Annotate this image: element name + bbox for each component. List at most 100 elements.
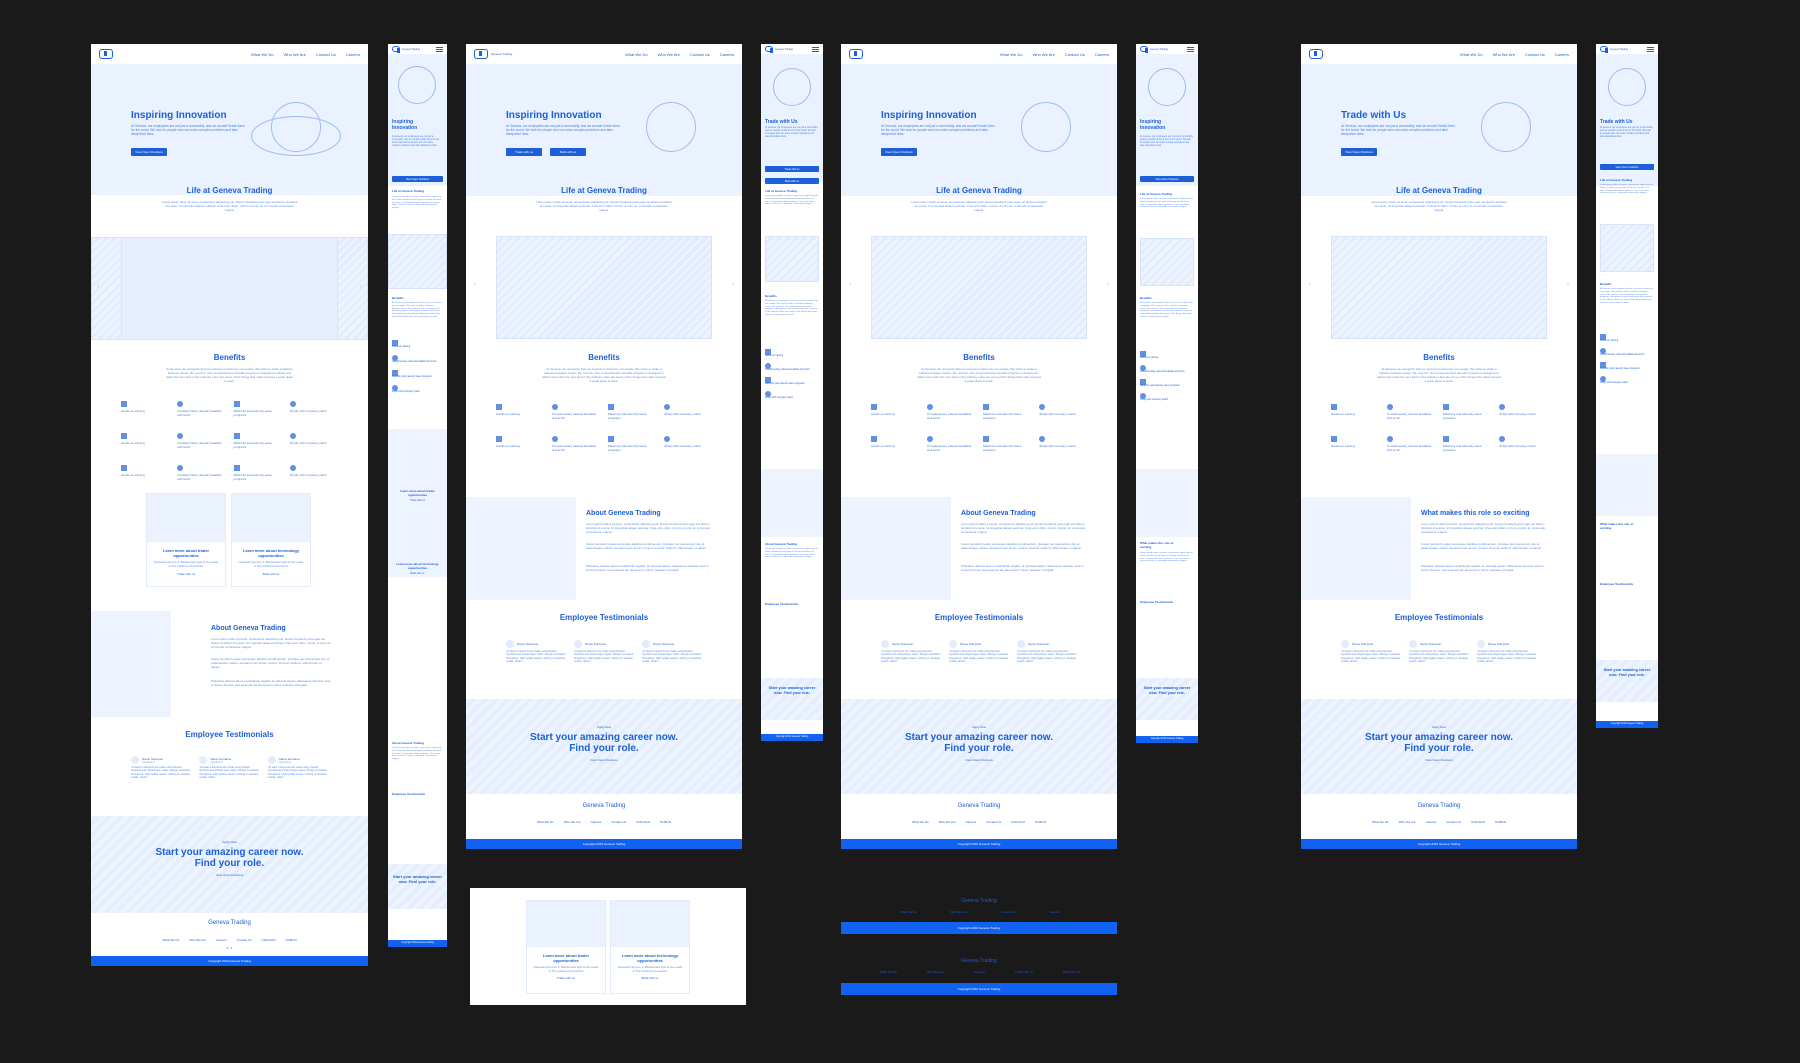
nav-link-contact[interactable]: Contact Us xyxy=(1524,51,1545,57)
footer-link[interactable]: Careers xyxy=(974,970,985,974)
footer-link[interactable]: Contact Us xyxy=(1000,910,1016,914)
nav-link-contact[interactable]: Contact Us xyxy=(1064,51,1085,57)
carousel-prev-icon[interactable]: ‹ xyxy=(849,282,851,288)
view-open-positions-button[interactable]: View Open Positions xyxy=(392,176,443,182)
cta-link[interactable]: View Open Positions xyxy=(590,758,618,762)
footer-link[interactable]: Trade with us xyxy=(1015,970,1033,974)
view-open-positions-button[interactable]: View Open Positions xyxy=(1341,148,1377,156)
cta-link[interactable]: View Open Positions xyxy=(1425,758,1453,762)
nav-link-careers[interactable]: Careers xyxy=(1554,51,1569,57)
benefit-item: 401(k) with company match xyxy=(289,433,338,449)
geneva-logo-icon[interactable] xyxy=(474,49,488,59)
benefit-item: Maternity and paternity leave programs xyxy=(1140,379,1184,387)
menu-icon[interactable] xyxy=(436,46,443,52)
build-with-us-link[interactable]: Build with us xyxy=(410,572,425,575)
nav-link-contact[interactable]: Contact Us xyxy=(689,51,710,57)
nav-link-who-we-are[interactable]: Who We Are xyxy=(657,51,680,57)
view-open-positions-button[interactable]: View Open Positions xyxy=(1140,176,1194,182)
footer-link[interactable]: Careers xyxy=(965,820,977,824)
geneva-logo-icon[interactable] xyxy=(849,49,863,59)
benefit-label: Maternity and paternity leave programs xyxy=(233,441,273,449)
footer-link[interactable]: Careers xyxy=(590,820,602,824)
footer-link[interactable]: What We Do xyxy=(900,910,917,914)
footer-link[interactable]: What We Do xyxy=(911,820,929,824)
footer-link[interactable]: Contact Us xyxy=(611,820,627,824)
nav-link-who-we-are[interactable]: Who We Are xyxy=(1492,51,1515,57)
nav-link-what-we-do[interactable]: What We Do xyxy=(1459,51,1483,57)
carousel-next-icon[interactable]: › xyxy=(360,284,362,290)
about-title: About Geneva Trading xyxy=(211,625,286,632)
footer-link[interactable]: Who We Are xyxy=(189,938,207,942)
footer-link[interactable]: Careers xyxy=(1425,820,1437,824)
carousel-next-icon[interactable]: › xyxy=(732,282,734,288)
retirement-icon xyxy=(1600,376,1606,382)
footer-link[interactable]: What We Do xyxy=(536,820,554,824)
view-open-positions-button[interactable]: View Open Positions xyxy=(881,148,917,156)
footer-link[interactable]: Who We Are xyxy=(1398,820,1416,824)
trader-card[interactable]: Learn more about trader opportunities Tr… xyxy=(388,429,447,577)
trade-with-us-link[interactable]: Trade with us xyxy=(177,572,195,576)
nav-link-contact[interactable]: Contact Us xyxy=(315,51,336,57)
view-open-positions-button[interactable]: View Open Positions xyxy=(1600,164,1654,170)
nav-link-who-we-are[interactable]: Who We Are xyxy=(1032,51,1055,57)
footer-link[interactable]: What We Do xyxy=(162,938,180,942)
footer-link[interactable]: Contact Us xyxy=(986,820,1002,824)
carousel-prev-icon[interactable]: ‹ xyxy=(1309,282,1311,288)
geneva-logo-icon[interactable] xyxy=(1600,46,1608,53)
build-with-us-button[interactable]: Build with us xyxy=(550,148,586,156)
carousel-prev-icon[interactable]: ‹ xyxy=(97,284,99,290)
menu-icon[interactable] xyxy=(812,46,819,52)
nav-link-what-we-do[interactable]: What We Do xyxy=(999,51,1023,57)
footer-link[interactable]: What We Do xyxy=(1371,820,1389,824)
avatar xyxy=(1341,640,1349,648)
nav-link-careers[interactable]: Careers xyxy=(345,51,360,57)
view-open-positions-button[interactable]: View Open Positions xyxy=(131,148,167,156)
menu-icon[interactable] xyxy=(1187,46,1194,52)
footer-link[interactable]: Who We Are xyxy=(938,820,956,824)
hero-title: Inspiring Innovation xyxy=(881,110,977,121)
nav-link-careers[interactable]: Careers xyxy=(719,51,734,57)
nav-link-careers[interactable]: Careers xyxy=(1094,51,1109,57)
footer-link[interactable]: Who We Are xyxy=(950,910,968,914)
nav-link-what-we-do[interactable]: What We Do xyxy=(250,51,274,57)
benefit-label: Complimentary catered breakfast and lunc… xyxy=(927,412,972,420)
footer-social[interactable]: in ✦ xyxy=(226,946,233,950)
technology-opportunities-card[interactable]: Learn more about technology opportunitie… xyxy=(231,493,311,587)
footer-link[interactable]: Who We Are xyxy=(927,970,944,974)
trader-opportunities-card[interactable]: Learn more about trader opportunities Ne… xyxy=(146,493,226,587)
cta-link[interactable]: View Open Positions xyxy=(965,758,993,762)
benefit-item: Hands-on training xyxy=(121,465,169,481)
nav-link-what-we-do[interactable]: What We Do xyxy=(624,51,648,57)
footer-link[interactable]: Careers xyxy=(1049,910,1060,914)
carousel-next-icon[interactable]: › xyxy=(1107,282,1109,288)
trade-with-us-link[interactable]: Trade with us xyxy=(557,976,575,980)
trade-with-us-link[interactable]: Trade with us xyxy=(410,499,425,502)
build-with-us-button[interactable]: Build with us xyxy=(765,178,819,184)
trade-with-us-button[interactable]: Trade with us xyxy=(506,148,542,156)
carousel-next-icon[interactable]: › xyxy=(1567,282,1569,288)
footer-link[interactable]: Who We Are xyxy=(563,820,581,824)
geneva-logo-icon[interactable] xyxy=(765,46,773,53)
technology-opportunities-card[interactable]: Learn more about technology opportunitie… xyxy=(610,900,690,994)
footer-link[interactable]: Careers xyxy=(216,938,227,942)
trader-opportunities-card[interactable]: Learn more about trader opportunities Ne… xyxy=(526,900,606,994)
testimonials-title: Employee Testimonials xyxy=(392,792,426,796)
geneva-logo-icon[interactable] xyxy=(1140,46,1148,53)
geneva-logo-icon[interactable] xyxy=(392,46,400,53)
footer-link[interactable]: What We Do xyxy=(880,970,897,974)
geneva-logo-icon[interactable] xyxy=(99,49,113,59)
build-with-us-link[interactable]: Build with us xyxy=(262,572,280,576)
trade-with-us-button[interactable]: Trade with us xyxy=(765,166,819,172)
card-title: Learn more about trader opportunities xyxy=(542,953,590,963)
footer-link[interactable]: Build with us xyxy=(1063,970,1080,974)
footer-link[interactable]: Contact Us xyxy=(236,938,252,942)
build-with-us-link[interactable]: Build with us xyxy=(641,976,659,980)
benefit-label: 401(k) with company match xyxy=(289,441,327,445)
geneva-logo-icon[interactable] xyxy=(1309,49,1323,59)
menu-icon[interactable] xyxy=(1647,46,1654,52)
nav-link-who-we-are[interactable]: Who We Are xyxy=(283,51,306,57)
carousel-prev-icon[interactable]: ‹ xyxy=(474,282,476,288)
footer-link[interactable]: Contact Us xyxy=(1446,820,1462,824)
benefit-item: Complimentary catered breakfast and lunc… xyxy=(1387,436,1435,452)
cta-link[interactable]: View Open Positions xyxy=(215,873,244,877)
